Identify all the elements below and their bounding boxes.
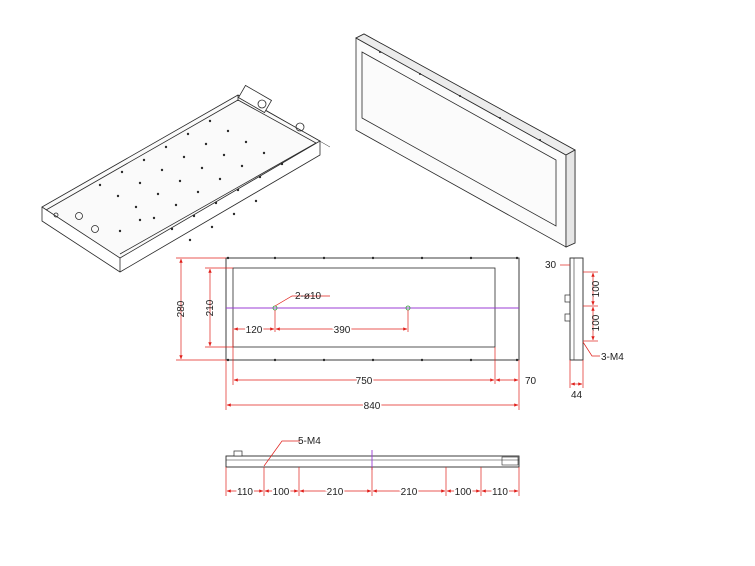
dim-210-left: 210 bbox=[327, 487, 344, 498]
isometric-back-view bbox=[41, 84, 331, 273]
dim-110-left: 110 bbox=[237, 487, 253, 498]
front-bezel-screws bbox=[379, 51, 541, 141]
dim-210-height: 210 bbox=[205, 299, 216, 316]
dim-280: 280 bbox=[176, 300, 187, 317]
dim-120: 120 bbox=[246, 325, 263, 336]
side-body bbox=[569, 257, 584, 361]
dim-30: 30 bbox=[545, 260, 557, 271]
dim-100-left: 100 bbox=[273, 487, 290, 498]
side-connectors bbox=[564, 294, 571, 322]
bottom-view: 5-M4 110 100 210 210 100 110 bbox=[225, 436, 520, 500]
note-3-m4: 3-M4 bbox=[601, 352, 624, 363]
frame-screws bbox=[226, 256, 519, 362]
note-2-dia10: 2-ø10 bbox=[295, 291, 322, 302]
dim-110-right: 110 bbox=[492, 487, 508, 498]
dim-100-right: 100 bbox=[455, 487, 472, 498]
front-dimensions bbox=[176, 257, 520, 410]
bottom-connector bbox=[233, 450, 243, 457]
isometric-front-view bbox=[355, 33, 576, 248]
note-5-m4: 5-M4 bbox=[298, 436, 321, 447]
dim-210-right: 210 bbox=[401, 487, 418, 498]
back-panel-holes bbox=[98, 119, 284, 242]
dim-100-top: 100 bbox=[591, 280, 602, 297]
side-view: 30 100 100 3-M4 44 bbox=[545, 257, 624, 401]
dim-100-bottom: 100 bbox=[591, 314, 602, 331]
dim-44: 44 bbox=[571, 390, 583, 401]
front-display-window bbox=[232, 267, 496, 348]
front-outer-frame bbox=[225, 257, 520, 361]
front-view: 280 210 120 390 2-ø10 750 70 840 bbox=[176, 256, 537, 414]
dim-840: 840 bbox=[364, 401, 381, 412]
bottom-body bbox=[225, 455, 520, 468]
dim-390: 390 bbox=[334, 325, 351, 336]
dim-70: 70 bbox=[525, 376, 537, 387]
dim-750: 750 bbox=[356, 376, 373, 387]
